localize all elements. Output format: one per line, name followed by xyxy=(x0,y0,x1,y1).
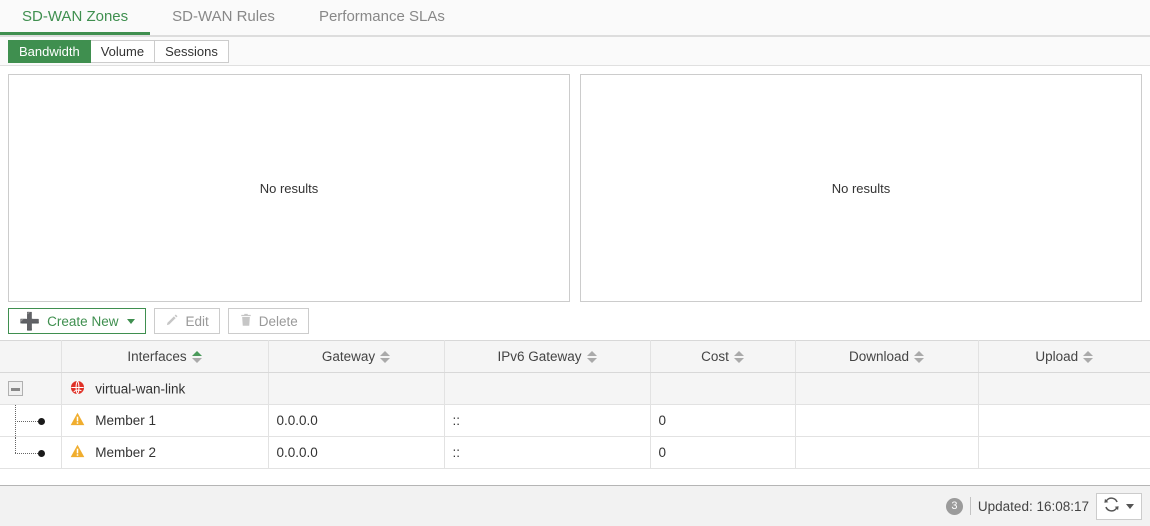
column-header-interfaces[interactable]: Interfaces xyxy=(61,340,269,373)
sort-icon-upload[interactable] xyxy=(1083,350,1094,363)
column-label-ipv6-gateway: IPv6 Gateway xyxy=(497,349,582,364)
tree-line-horizontal xyxy=(15,452,40,454)
delete-button[interactable]: Delete xyxy=(227,308,309,334)
status-bar: 3 Updated: 16:08:17 xyxy=(0,485,1150,526)
record-count-badge: 3 xyxy=(945,497,963,515)
refresh-button[interactable] xyxy=(1096,492,1142,520)
status-divider xyxy=(969,497,971,515)
create-new-button[interactable]: ➕ Create New xyxy=(8,308,147,334)
column-header-gateway[interactable]: Gateway xyxy=(268,340,445,373)
plus-icon: ➕ xyxy=(19,311,41,331)
cell-interfaces: virtual-wan-link xyxy=(61,372,269,405)
table-toolbar: ➕ Create New Edit Delete xyxy=(0,302,1150,340)
column-label-gateway: Gateway xyxy=(321,349,376,364)
cell-download xyxy=(795,404,979,437)
interface-name: Member 1 xyxy=(95,413,157,428)
cell-upload xyxy=(978,436,1150,469)
column-label-cost: Cost xyxy=(701,349,729,364)
cell-download xyxy=(795,436,979,469)
chevron-down-icon xyxy=(127,318,136,324)
tab-sd-wan-rules[interactable]: SD-WAN Rules xyxy=(172,8,275,25)
cell-ipv6-gateway: :: xyxy=(444,436,651,469)
cell-ipv6-gateway xyxy=(444,372,651,405)
tree-node-dot xyxy=(38,417,45,425)
tree-toggle-cell[interactable] xyxy=(0,372,62,405)
edit-button[interactable]: Edit xyxy=(154,308,220,334)
interface-name: Member 2 xyxy=(95,445,157,460)
column-header-cost[interactable]: Cost xyxy=(650,340,796,373)
column-header-upload[interactable]: Upload xyxy=(978,340,1150,373)
tab-performance-slas[interactable]: Performance SLAs xyxy=(318,8,445,25)
column-label-download: Download xyxy=(848,349,910,364)
tab-sessions[interactable]: Sessions xyxy=(154,39,229,63)
secondary-tab-bar: Bandwidth Volume Sessions xyxy=(0,37,1150,66)
sort-icon-cost[interactable] xyxy=(733,350,744,363)
cell-upload xyxy=(978,372,1150,405)
edit-label: Edit xyxy=(185,313,209,329)
table-row[interactable]: Member 1 0.0.0.0 :: 0 xyxy=(0,404,1150,437)
column-label-upload: Upload xyxy=(1035,349,1079,364)
primary-tab-bar: SD-WAN Zones SD-WAN Rules Performance SL… xyxy=(0,0,1150,37)
cell-cost: 0 xyxy=(650,404,796,437)
warning-icon xyxy=(70,444,85,461)
tab-bandwidth[interactable]: Bandwidth xyxy=(8,39,91,63)
column-label-interfaces: Interfaces xyxy=(127,349,187,364)
cell-download xyxy=(795,372,979,405)
column-header-download[interactable]: Download xyxy=(795,340,979,373)
tree-line-vertical xyxy=(15,437,16,453)
column-header-select[interactable] xyxy=(0,340,62,373)
warning-icon xyxy=(70,412,85,429)
sort-icon-interfaces[interactable] xyxy=(191,350,202,363)
collapse-minus-icon[interactable] xyxy=(8,381,23,396)
tab-volume[interactable]: Volume xyxy=(89,39,156,63)
tree-branch-cell xyxy=(0,436,62,469)
create-new-label: Create New xyxy=(47,313,119,329)
tab-sd-wan-zones[interactable]: SD-WAN Zones xyxy=(0,0,151,35)
refresh-icon xyxy=(1104,497,1119,515)
table-header-row: Interfaces Gateway IPv6 Gateway xyxy=(0,340,1150,373)
cell-upload xyxy=(978,404,1150,437)
chart-panel-container: No results No results xyxy=(0,66,1150,302)
tree-line-vertical xyxy=(15,405,16,436)
updated-timestamp: Updated: 16:08:17 xyxy=(977,498,1089,514)
table-row[interactable]: virtual-wan-link xyxy=(0,372,1150,405)
column-header-ipv6-gateway[interactable]: IPv6 Gateway xyxy=(444,340,651,373)
cell-interfaces: Member 2 xyxy=(61,436,269,469)
cell-gateway xyxy=(268,372,445,405)
delete-label: Delete xyxy=(258,313,298,329)
bandwidth-chart-left: No results xyxy=(8,74,570,302)
tree-node-dot xyxy=(38,449,45,457)
tree-line-horizontal xyxy=(15,420,40,422)
cell-cost xyxy=(650,372,796,405)
no-results-text-right: No results xyxy=(831,180,891,196)
cell-cost: 0 xyxy=(650,436,796,469)
sort-icon-download[interactable] xyxy=(914,350,925,363)
cell-interfaces: Member 1 xyxy=(61,404,269,437)
interface-name: virtual-wan-link xyxy=(95,381,186,396)
trash-icon xyxy=(239,313,253,330)
pencil-icon xyxy=(165,313,179,330)
wan-link-icon xyxy=(70,380,85,398)
no-results-text-left: No results xyxy=(259,180,319,196)
chevron-down-icon xyxy=(1126,503,1134,509)
sort-icon-gateway[interactable] xyxy=(380,350,391,363)
sort-icon-ipv6-gateway[interactable] xyxy=(586,350,597,363)
cell-gateway: 0.0.0.0 xyxy=(268,404,445,437)
table-row[interactable]: Member 2 0.0.0.0 :: 0 xyxy=(0,436,1150,469)
bandwidth-chart-right: No results xyxy=(580,74,1142,302)
cell-gateway: 0.0.0.0 xyxy=(268,436,445,469)
interfaces-table: Interfaces Gateway IPv6 Gateway xyxy=(0,340,1150,469)
tree-branch-cell xyxy=(0,404,62,437)
cell-ipv6-gateway: :: xyxy=(444,404,651,437)
